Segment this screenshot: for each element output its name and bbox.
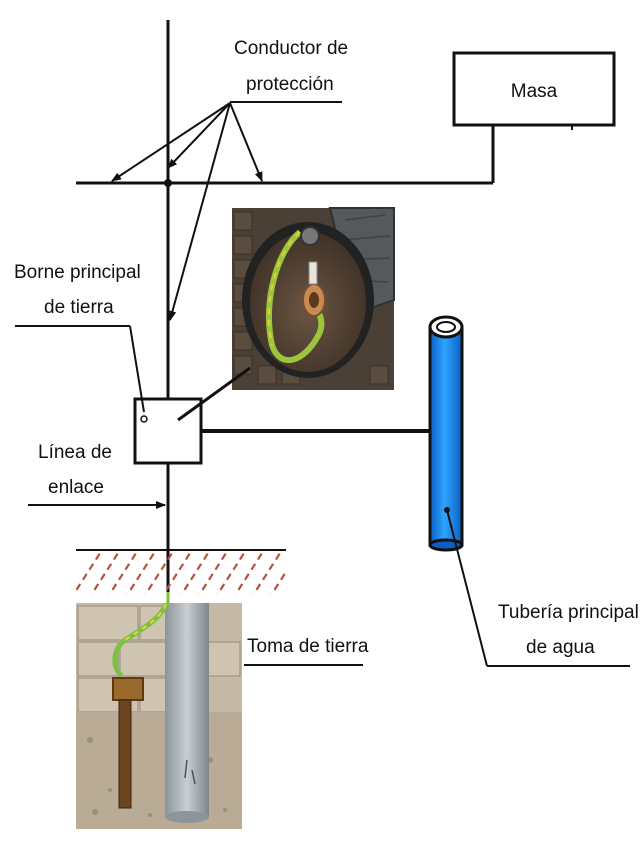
- linea-label-line2: enlace: [48, 477, 104, 498]
- tuberia-label-line2: de agua: [526, 637, 595, 658]
- tuberia-leader: [446, 509, 488, 667]
- terminal-to-photo-leader: [177, 366, 251, 422]
- linea-label-line1: Línea de: [38, 442, 112, 463]
- conductor-label-line2: protección: [246, 74, 334, 95]
- inspection-box-photo: [232, 207, 395, 390]
- borne-label-line1: Borne principal: [14, 262, 141, 283]
- conductor-pointer-arrows: [111, 102, 263, 321]
- water-pipe: [428, 315, 464, 552]
- ground-surface: [76, 549, 286, 594]
- borne-label-line2: de tierra: [44, 297, 114, 318]
- toma-label: Toma de tierra: [247, 636, 369, 657]
- terminal-screw: [140, 415, 148, 423]
- junction-dot: [164, 179, 172, 187]
- tuberia-label-line1: Tubería principal: [498, 602, 639, 623]
- earth-rod-photo: [76, 602, 242, 829]
- masa-box: [452, 51, 616, 127]
- main-earth-terminal-box: [133, 397, 203, 465]
- conductor-label-line1: Conductor de: [234, 38, 348, 59]
- borne-label-leader: [129, 325, 145, 413]
- masa-label: Masa: [511, 81, 558, 102]
